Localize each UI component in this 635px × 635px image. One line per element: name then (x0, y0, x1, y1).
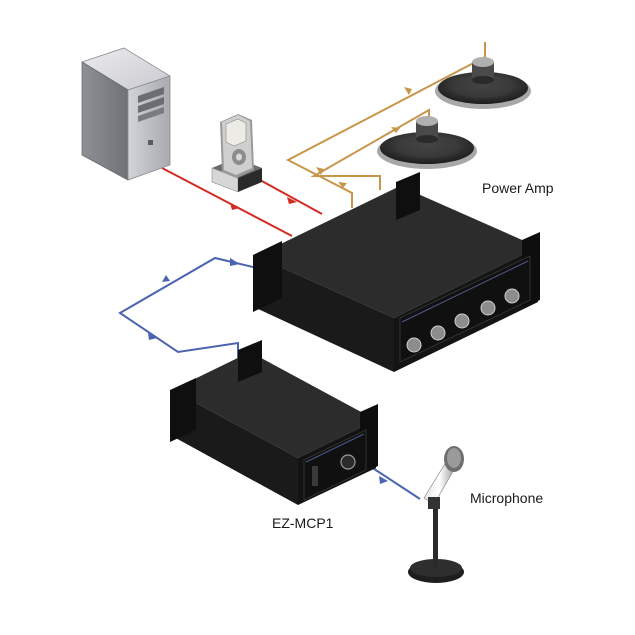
microphone-icon (408, 446, 464, 583)
ez-mcp1-unit (170, 340, 378, 505)
speaker-cable (285, 42, 486, 208)
mic-cable-arrows (148, 258, 388, 484)
audio-cable-arrows (230, 197, 297, 210)
computer-tower-icon (81, 47, 171, 181)
media-player-dock-icon (211, 114, 262, 193)
microphone-label: Microphone (470, 490, 544, 506)
mic-cable (118, 256, 421, 500)
power-amp-unit (253, 172, 540, 372)
speaker-icon (435, 57, 531, 109)
amp-knobs (406, 288, 520, 353)
ez-mcp1-label: EZ-MCP1 (272, 515, 334, 531)
audio-cable-computer (161, 167, 323, 237)
speaker-cable-arrows (316, 87, 412, 188)
power-amp-label: Power Amp (482, 180, 554, 196)
speaker-icon (377, 116, 477, 169)
